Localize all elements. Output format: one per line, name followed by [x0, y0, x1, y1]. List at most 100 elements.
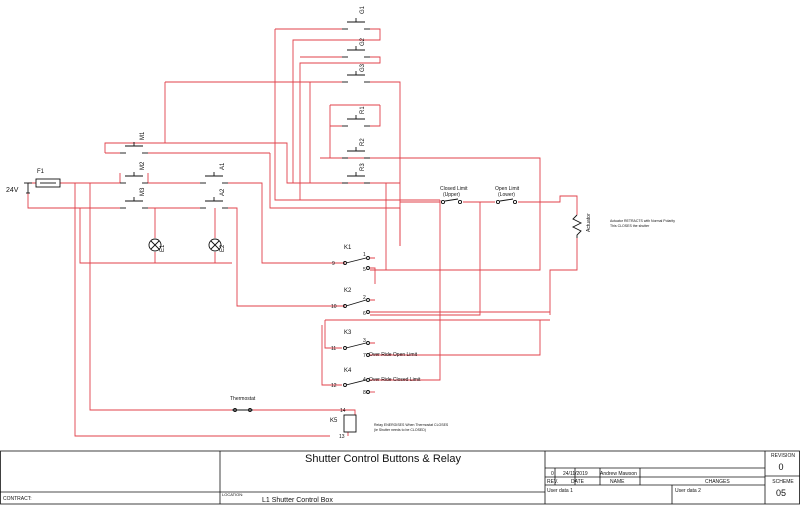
actuator-label: Actuator [586, 213, 592, 232]
scheme-label: SCHEME [772, 479, 794, 485]
supply-voltage-label: 24V [6, 187, 19, 194]
actuator-symbol [571, 214, 583, 238]
relay-k1-pin-c: 5 [363, 267, 366, 273]
switch-g2-label: G2 [360, 37, 366, 46]
date-column-header: DATE [571, 479, 585, 485]
revision-value: 0 [778, 462, 783, 472]
r1-loop-wire [330, 104, 381, 127]
g-feed-wire [274, 29, 440, 201]
relay-k2-name: K2 [344, 288, 352, 294]
switch-a2-label: A2 [220, 188, 226, 196]
closed-limit-wire [370, 201, 481, 316]
k5-feed-wire [74, 183, 330, 437]
m3-a2-wire [148, 207, 342, 307]
drawing-title: Shutter Control Buttons & Relay [305, 453, 461, 465]
relay-k1-pin-a: 9 [332, 261, 335, 267]
relay-k5-note-1: Relay ENERGISES When Thermostat CLOSES [374, 423, 449, 427]
supply-terminal [24, 182, 32, 194]
k3-wire [370, 320, 541, 356]
m2-drop-wire [119, 173, 149, 183]
relay-k2-contact [343, 298, 370, 314]
r3-wire [320, 182, 387, 270]
supply-return-wire [27, 193, 120, 209]
closed-limit-sublabel: (Upper) [443, 192, 460, 198]
switch-g1 [342, 18, 370, 30]
switch-m3-label: M3 [140, 187, 146, 196]
relay-k3-pin-b: 3 [363, 338, 366, 344]
switch-a1-label: A1 [220, 162, 226, 170]
switch-a2 [200, 197, 228, 209]
lamp-e2-label: E2 [220, 244, 226, 252]
switch-g1-label: G1 [360, 5, 366, 14]
relay-k4-pin-c: 8 [363, 390, 366, 396]
relay-k3-pin-c: 7 [363, 353, 366, 359]
m1-to-limits-wire [269, 153, 401, 246]
relay-k2-pin-b: 2 [363, 295, 366, 301]
switch-r2 [342, 147, 370, 159]
switch-m1 [120, 142, 148, 154]
name-value: Andrew Mawson [600, 471, 637, 477]
relay-k4-label: Over Ride Closed Limit [369, 377, 421, 383]
thermostat-switch [232, 408, 253, 412]
g2-loop-wire [299, 56, 381, 200]
switch-r1 [342, 115, 370, 127]
fuse-f1 [35, 178, 61, 188]
relay-k2-pin-c: 6 [363, 311, 366, 317]
user-data-2: User data 2 [675, 488, 701, 494]
m2-a1-wire [148, 182, 342, 264]
thermostat-label: Thermostat [230, 396, 256, 402]
switch-r3-label: R3 [360, 163, 366, 171]
location-label: LOCATION: [222, 492, 243, 497]
k1-wire [342, 257, 376, 284]
g1-loop-wire [275, 28, 381, 183]
relay-k5-pin-bottom: 13 [339, 434, 345, 440]
relay-k3-name: K3 [344, 330, 352, 336]
date-value: 24/11/2019 [563, 471, 588, 477]
switch-r1-label: R1 [360, 106, 366, 114]
relay-k4-pin-a: 12 [331, 383, 337, 389]
relay-k1-name: K1 [344, 245, 352, 251]
changes-column-header: CHANGES [705, 479, 730, 485]
k4-wire [321, 200, 441, 386]
left-vertical-wire [89, 183, 315, 411]
g3-feed-wire [165, 81, 311, 183]
lamp-e2 [208, 238, 222, 252]
fuse-label: F1 [37, 169, 45, 175]
open-limit-switch [495, 198, 518, 205]
relay-k5-coil [343, 414, 357, 433]
name-column-header: NAME [610, 479, 625, 485]
title-block [0, 450, 800, 505]
switch-g3 [342, 71, 370, 83]
actuator-note-1: Actuator RETRACTS with Normal Polarity [610, 219, 675, 223]
relay-k1-pin-b: 1 [363, 252, 366, 258]
closed-limit-switch [440, 198, 463, 205]
relay-k5-note-2: (ie Shutter needs to be CLOSED) [374, 428, 426, 432]
relay-k2-pin-a: 10 [331, 304, 337, 310]
switch-g2 [342, 46, 370, 58]
relay-k5-name: K5 [330, 418, 338, 424]
k2-wire [342, 299, 550, 313]
lamp-e1 [148, 238, 162, 252]
lamp-e1-label: E1 [160, 244, 166, 252]
switch-m3 [120, 197, 148, 209]
open-limit-label: Open Limit [495, 186, 520, 192]
switch-r2-label: R2 [360, 138, 366, 146]
wiring [27, 28, 578, 437]
open-limit-sublabel: (Lower) [498, 192, 515, 198]
switch-r3 [342, 172, 370, 184]
location-value: L1 Shutter Control Box [262, 497, 333, 504]
switch-a1 [200, 172, 228, 184]
relay-k3-contact [343, 341, 370, 357]
g3-loop-wire [310, 81, 401, 246]
rev-value: 0 [551, 471, 554, 477]
relay-k5-pin-top: 14 [340, 408, 346, 414]
rev-column-header: REV. [547, 479, 558, 485]
relay-k1-contact [343, 256, 370, 270]
revision-label: REVISION [771, 453, 795, 459]
switch-m2 [120, 172, 148, 184]
contract-label: CONTRACT: [3, 496, 32, 502]
open-limit-wire [480, 195, 578, 215]
lamp-common-wire [79, 208, 232, 264]
actuator-return-wire [549, 238, 578, 315]
